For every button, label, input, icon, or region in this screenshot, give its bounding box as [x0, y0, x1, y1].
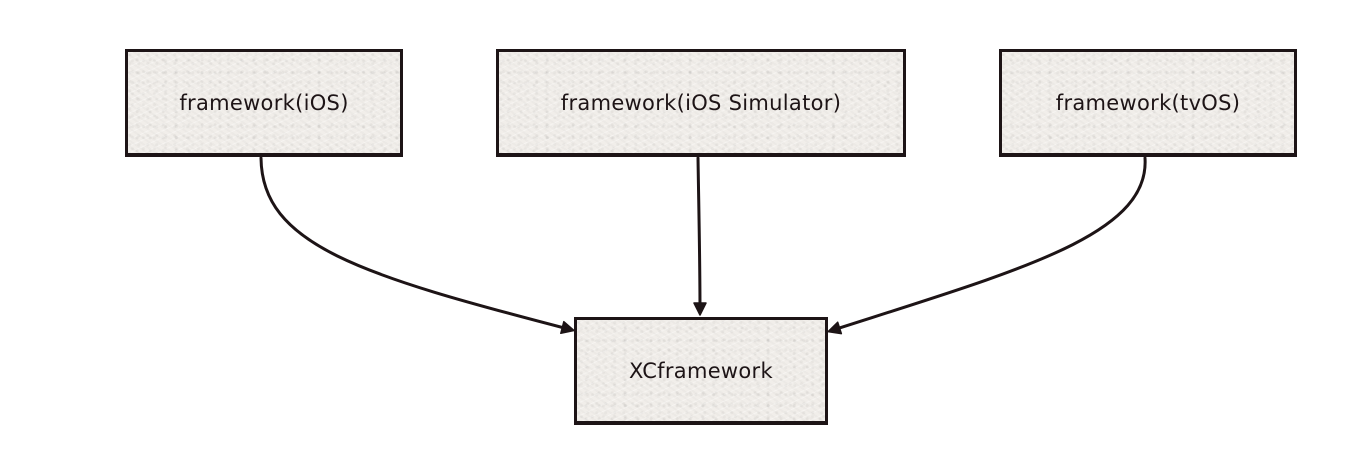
- node-label: XCframework: [629, 358, 773, 383]
- node-label: framework(iOS Simulator): [560, 90, 842, 115]
- node-framework-ios: framework(iOS): [125, 49, 403, 157]
- arrow-simulator-to-xcframework: [693, 156, 707, 316]
- arrow-tvos-to-xcframework: [827, 156, 1147, 335]
- node-xcframework: XCframework: [574, 317, 828, 425]
- node-label: framework(iOS): [179, 90, 349, 115]
- node-framework-tvos: framework(tvOS): [999, 49, 1297, 157]
- node-label: framework(tvOS): [1055, 90, 1241, 115]
- node-framework-ios-simulator: framework(iOS Simulator): [496, 49, 906, 157]
- arrow-ios-to-xcframework: [259, 156, 575, 335]
